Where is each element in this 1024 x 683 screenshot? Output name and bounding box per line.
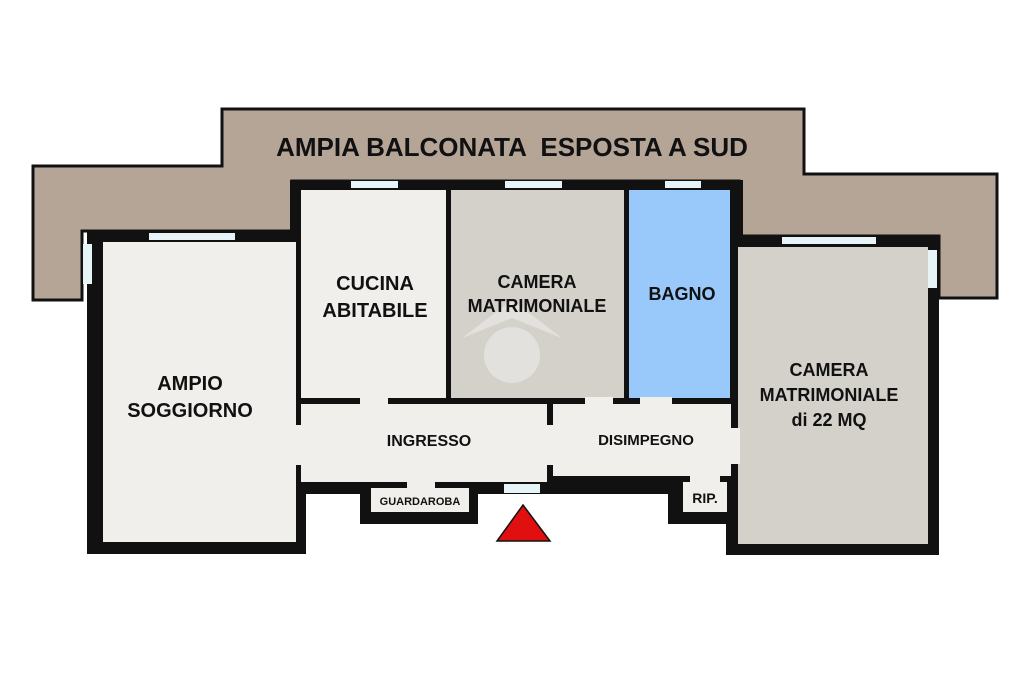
room-camera-matrimoniale [451, 190, 624, 398]
door-opening [640, 397, 672, 405]
door-opening [546, 425, 554, 465]
room-labels: AMPIO SOGGIORNO CUCINA ABITABILE CAMERA … [127, 272, 898, 508]
door-opening [360, 397, 388, 405]
door-opening [296, 425, 302, 465]
window [665, 181, 701, 188]
bagno-label: BAGNO [649, 284, 716, 304]
ingresso-label: INGRESSO [387, 433, 471, 450]
cucina-label-line1: CUCINA [336, 273, 414, 295]
window [928, 250, 937, 288]
camera2-label-line1: CAMERA [790, 360, 869, 380]
window [149, 233, 235, 240]
room-disimpegno [553, 404, 731, 476]
camera2-label-line2: MATRIMONIALE [760, 385, 899, 405]
window [505, 181, 562, 188]
rooms [103, 190, 928, 544]
room-ripostiglio [683, 482, 727, 512]
cucina-label-line2: ABITABILE [322, 300, 427, 322]
door-opening [728, 428, 740, 464]
soggiorno-label-line2: SOGGIORNO [127, 400, 253, 422]
window [83, 244, 92, 284]
soggiorno-label-line1: AMPIO [157, 373, 223, 395]
windows [83, 181, 937, 493]
room-guardaroba [371, 488, 469, 512]
door-opening [690, 474, 720, 484]
window [351, 181, 398, 188]
balcony-label: AMPIA BALCONATA ESPOSTA A SUD [276, 132, 748, 162]
camera1-label-line1: CAMERA [498, 272, 577, 292]
room-cucina [301, 190, 446, 398]
camera1-label-line2: MATRIMONIALE [468, 296, 607, 316]
disimpegno-label: DISIMPEGNO [598, 432, 694, 449]
camera2-label-line3: di 22 MQ [791, 410, 866, 430]
doors [296, 397, 740, 490]
watermark-roof [462, 300, 562, 338]
room-camera-matrimoniale-22 [738, 247, 928, 544]
guardaroba-label: GUARDAROBA [380, 496, 461, 508]
room-bagno [629, 190, 730, 398]
door-opening [585, 397, 613, 405]
window [782, 237, 876, 244]
room-soggiorno [103, 242, 296, 542]
entrance-triangle-icon [495, 503, 552, 542]
window [504, 484, 540, 493]
door-opening [407, 480, 435, 490]
watermark [462, 300, 562, 383]
room-ingresso [301, 404, 547, 482]
ripostiglio-label: RIP. [692, 490, 717, 506]
watermark-circle [484, 327, 540, 383]
